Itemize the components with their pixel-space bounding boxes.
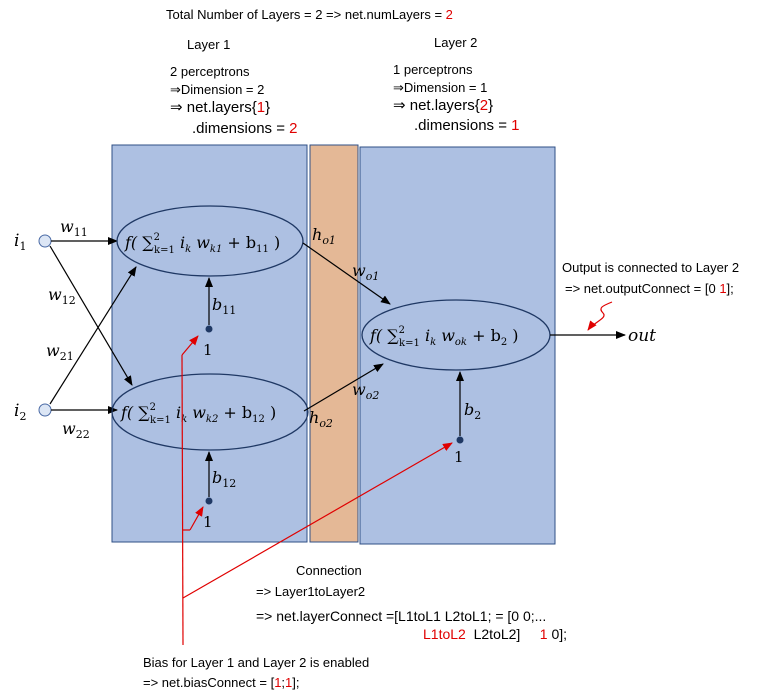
bias-dot-icon bbox=[456, 436, 464, 444]
output-note: Output is connected to Layer 2 bbox=[562, 260, 739, 275]
layer1-dimensions-code: .dimensions = 2 bbox=[192, 120, 297, 137]
layer-connect-line2: L1toL2 L2toL2] 1 0]; bbox=[423, 626, 567, 642]
layer2-dimension: ⇒Dimension = 1 bbox=[393, 80, 487, 95]
layer2-dimensions-code: .dimensions = 1 bbox=[414, 117, 519, 134]
weight-wo1-label: wo1 bbox=[352, 261, 379, 283]
connection-box bbox=[309, 144, 359, 543]
layer1-dimension: ⇒Dimension = 2 bbox=[170, 82, 264, 97]
output-label: out bbox=[628, 326, 656, 346]
bias-dot-icon bbox=[205, 497, 213, 505]
bias-one-1: 1 bbox=[203, 341, 213, 359]
neuron-1-2 bbox=[111, 373, 309, 451]
layer2-title: Layer 2 bbox=[434, 35, 477, 50]
layer2-layers-code: ⇒ net.layers{2} bbox=[393, 97, 493, 114]
bias-pointer-b12 bbox=[189, 506, 204, 531]
edge-i1-n2 bbox=[49, 245, 133, 386]
bias-b12-label: b12 bbox=[212, 468, 236, 490]
bias-b11-label: b11 bbox=[212, 295, 236, 317]
bias-note-title: Bias for Layer 1 and Layer 2 is enabled bbox=[143, 655, 369, 670]
input-node-icon bbox=[38, 403, 52, 417]
weight-w12-label: w12 bbox=[48, 285, 76, 307]
bias-pointer-b2 bbox=[182, 442, 453, 599]
edge-h2-out bbox=[303, 363, 384, 412]
weight-wo2-label: wo2 bbox=[352, 380, 379, 402]
output-connect-code: => net.outputConnect = [0 1]; bbox=[565, 281, 734, 296]
edge-i2-n1 bbox=[49, 266, 137, 405]
connection-title: Connection bbox=[296, 563, 362, 578]
layer1-layers-code: ⇒ net.layers{1} bbox=[170, 99, 270, 116]
input-i1-label: i1 bbox=[14, 231, 26, 253]
bias-dot-icon bbox=[205, 325, 213, 333]
layer1-perceptrons: 2 perceptrons bbox=[170, 64, 250, 79]
connection-subtitle: => Layer1toLayer2 bbox=[256, 584, 365, 599]
input-node-icon bbox=[38, 234, 52, 248]
layer2-perceptrons: 1 perceptrons bbox=[393, 62, 473, 77]
bias-one-2: 1 bbox=[203, 513, 213, 531]
bias-one-3: 1 bbox=[454, 448, 464, 466]
edge-h1-out bbox=[302, 242, 391, 305]
weight-w21-label: w21 bbox=[46, 341, 74, 363]
weight-w22-label: w22 bbox=[62, 419, 90, 441]
bias-pointer-b11 bbox=[181, 335, 199, 356]
neuron-1-1 bbox=[116, 205, 304, 277]
hidden-ho1-label: ho1 bbox=[312, 225, 336, 247]
weight-w11-label: w11 bbox=[60, 217, 88, 239]
bias-pointer-stem bbox=[181, 354, 184, 646]
bias-note-code: => net.biasConnect = [1;1]; bbox=[143, 675, 300, 690]
total-layers-text: Total Number of Layers = 2 => net.numLay… bbox=[166, 7, 453, 22]
input-i2-label: i2 bbox=[14, 401, 26, 423]
bias-b2-label: b2 bbox=[464, 400, 481, 422]
output-annotation-arrow bbox=[587, 301, 613, 331]
layer-connect-line1: => net.layerConnect =[L1toL1 L2toL1; = [… bbox=[256, 608, 546, 624]
layer1-title: Layer 1 bbox=[187, 37, 230, 52]
hidden-ho2-label: ho2 bbox=[309, 408, 333, 430]
